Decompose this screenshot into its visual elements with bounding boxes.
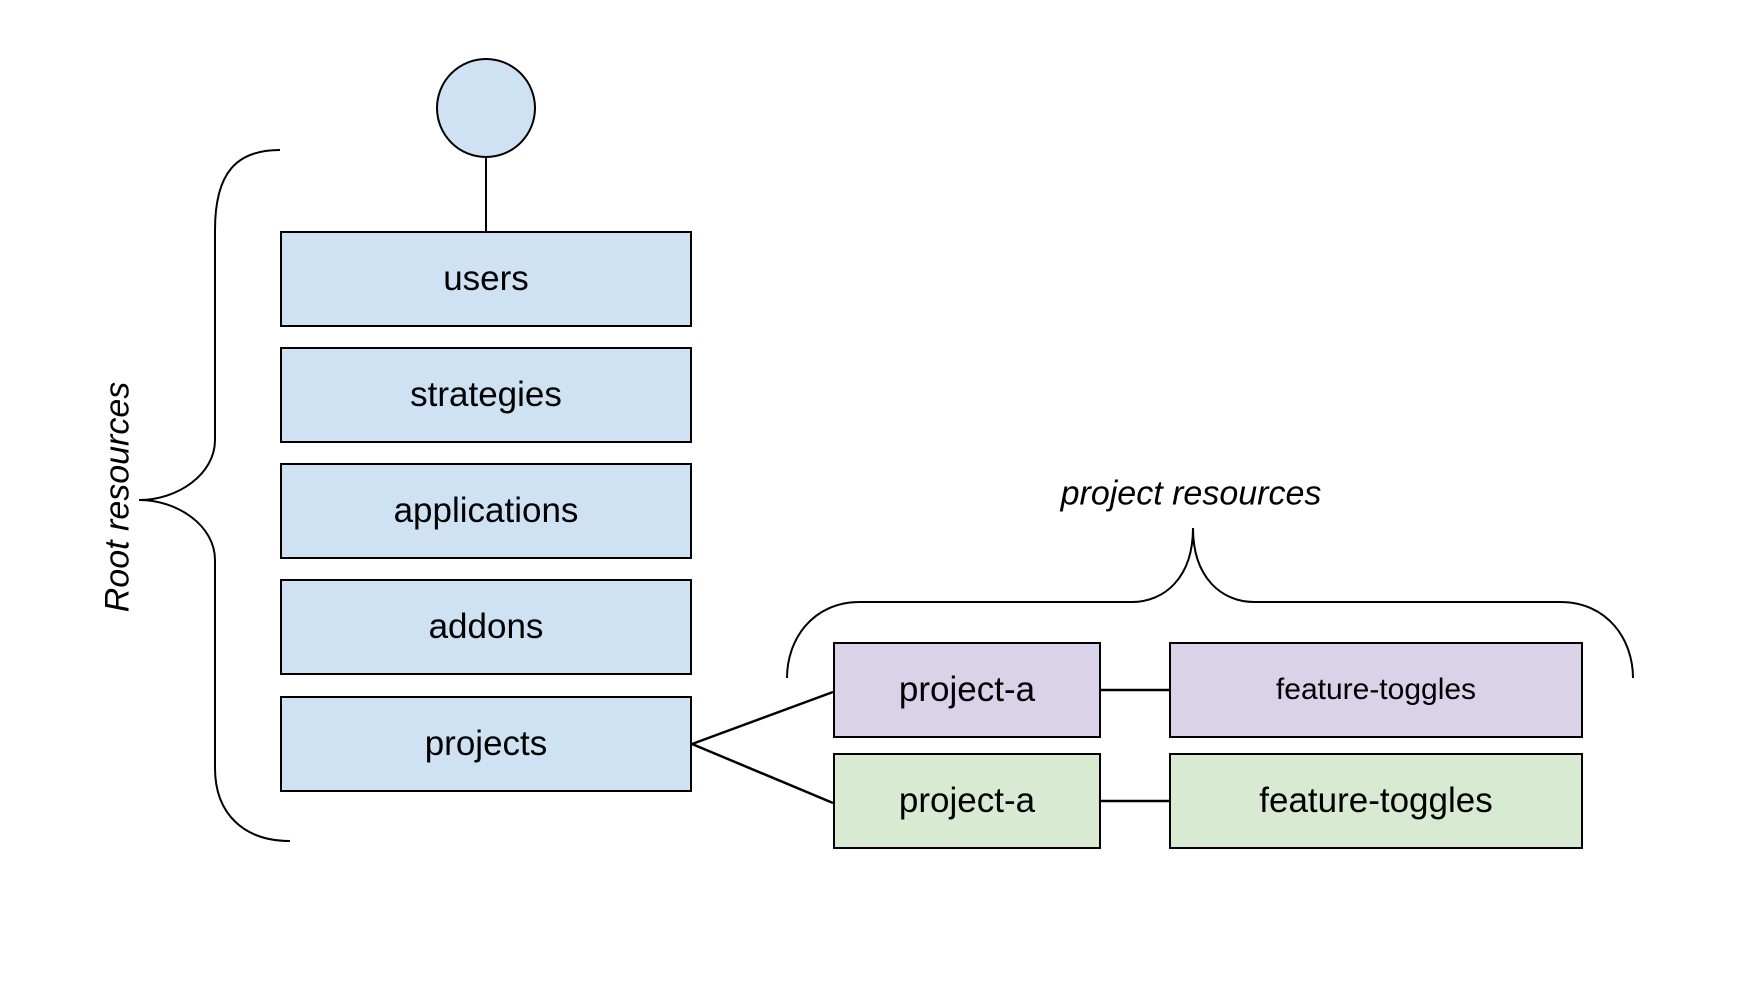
projects-to-project-a-purple-connector — [691, 690, 834, 746]
node-label: strategies — [410, 375, 562, 414]
project-resources-brace — [786, 527, 1634, 679]
node-label: applications — [393, 491, 579, 530]
node-project-a-green: project-a — [833, 753, 1101, 849]
node-label: projects — [424, 724, 548, 763]
node-label: project-a — [898, 670, 1036, 709]
node-project-a-purple: project-a — [833, 642, 1101, 738]
projects-to-project-a-green-connector — [691, 742, 834, 805]
root-resources-label: Root resources — [98, 381, 137, 613]
project-resources-label: project resources — [1060, 474, 1322, 513]
node-label: users — [443, 259, 529, 298]
node-label: feature-toggles — [1275, 673, 1477, 706]
node-addons: addons — [280, 579, 692, 675]
node-feature-toggles-green: feature-toggles — [1169, 753, 1583, 849]
node-label: project-a — [898, 781, 1036, 820]
node-label: feature-toggles — [1259, 781, 1493, 820]
node-feature-toggles-purple: feature-toggles — [1169, 642, 1583, 738]
root-node-circle — [436, 58, 536, 158]
node-projects: projects — [280, 696, 692, 792]
node-applications: applications — [280, 463, 692, 559]
root-resources-brace — [138, 149, 291, 842]
node-users: users — [280, 231, 692, 327]
node-label: addons — [428, 607, 544, 646]
node-strategies: strategies — [280, 347, 692, 443]
